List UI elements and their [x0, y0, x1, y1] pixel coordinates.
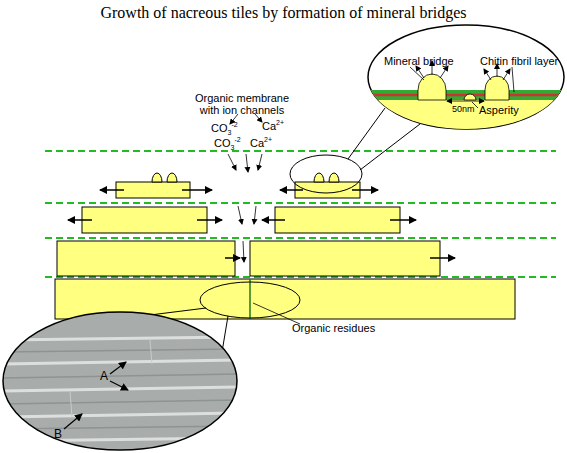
callout-letter: A: [100, 370, 108, 382]
ion-arrow: [228, 114, 262, 262]
part-label: Organic residues: [292, 322, 375, 334]
subscript: 3: [228, 129, 232, 136]
part-label: Chitin fibril layer: [480, 55, 558, 67]
tem-ellipse: [3, 312, 237, 450]
organic-membrane: [45, 151, 556, 277]
zoom-link: [150, 308, 206, 315]
superscript: -2: [231, 121, 237, 128]
dimension-label: 50nm: [452, 103, 475, 115]
superscript: 2+: [264, 136, 272, 143]
callout-letter: B: [54, 428, 62, 440]
zoom-link: [222, 316, 228, 352]
pointer-arrow: [64, 362, 128, 429]
part-label: Organic membrane with ion channels: [190, 92, 294, 116]
superscript: 2+: [276, 119, 284, 126]
nacre-tile: [55, 173, 515, 319]
dimension-arrow: [447, 101, 484, 102]
ion-label: CO3-2: [211, 122, 238, 134]
ion-label: Ca2+: [250, 137, 272, 149]
zoom-link: [348, 108, 385, 159]
part-label: Asperity: [479, 104, 519, 116]
zoom-marker: [290, 155, 362, 193]
subscript: 3: [231, 144, 235, 151]
zoom-link: [360, 124, 420, 170]
tem-image: [0, 310, 240, 453]
leader-line: [253, 67, 514, 324]
inset-content: [360, 74, 567, 135]
zoom-marker: [200, 282, 300, 318]
superscript: -2: [234, 136, 240, 143]
diagram-title: Growth of nacreous tiles by formation of…: [0, 4, 567, 22]
ion-label: CO3-2: [214, 137, 241, 149]
organic-residue-line: [249, 279, 251, 319]
part-label: Mineral bridge: [384, 55, 454, 67]
ion-label: Ca2+: [262, 120, 284, 132]
growth-arrow: [68, 190, 455, 258]
